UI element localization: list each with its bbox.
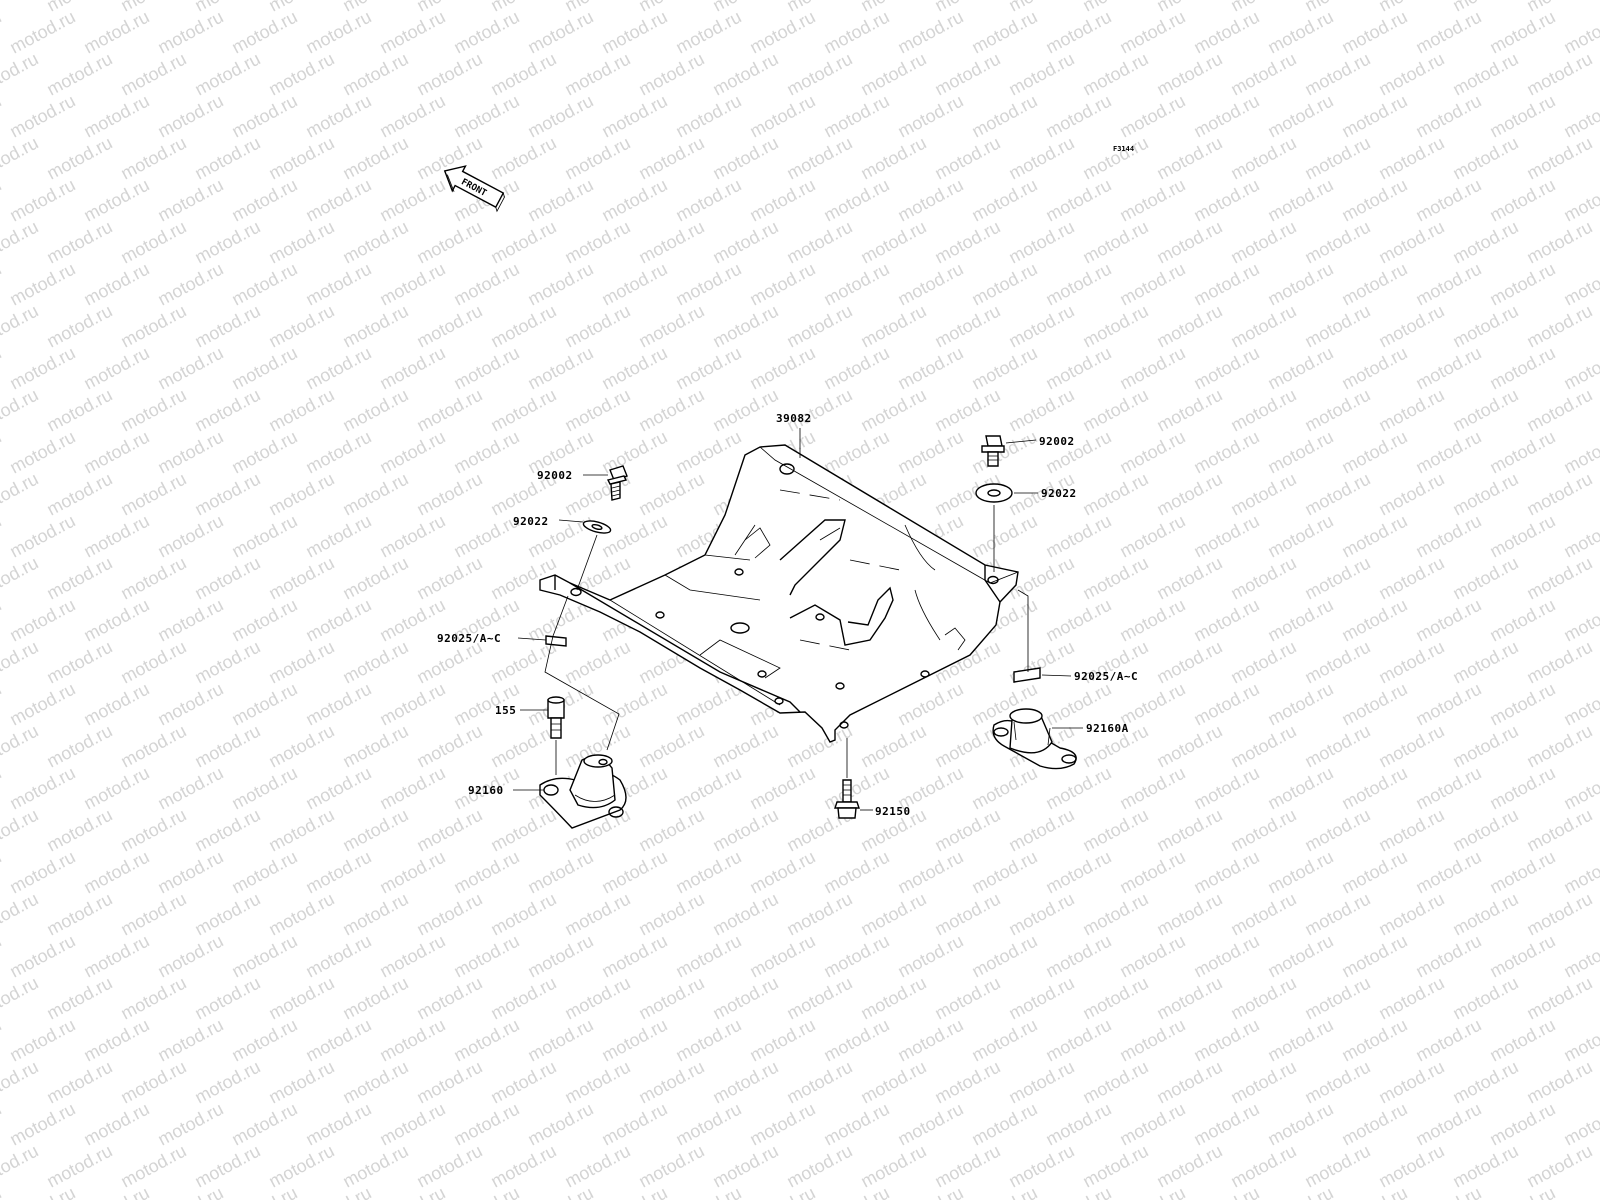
part-label-shim-left: 92025/A~C [437, 632, 501, 645]
bolt-right-icon [981, 435, 1005, 467]
washer-right-icon [975, 483, 1013, 503]
part-label-washer-right: 92022 [1041, 487, 1077, 500]
bolt-left-icon [606, 465, 628, 501]
part-label-bolt-left: 92002 [537, 469, 573, 482]
assembly-lines [513, 428, 1083, 811]
part-label-stud: 155 [495, 704, 516, 717]
part-label-mount-left: 92160 [468, 784, 504, 797]
diagram-label: F3144 [1113, 145, 1134, 153]
mount-right-icon [992, 708, 1077, 770]
part-label-frame: 39082 [776, 412, 812, 425]
frame-39082 [539, 444, 1019, 743]
part-label-mount-right: 92160A [1086, 722, 1129, 735]
front-arrow-icon: FRONT [443, 165, 505, 213]
shim-left-icon [545, 635, 567, 647]
bolt-center-icon [834, 779, 860, 819]
stud-155-icon [547, 696, 565, 739]
part-label-washer-left: 92022 [513, 515, 549, 528]
part-label-bolt-right: 92002 [1039, 435, 1075, 448]
part-label-shim-right: 92025/A~C [1074, 670, 1138, 683]
washer-left-icon [582, 520, 612, 534]
mount-left-icon [539, 754, 627, 829]
part-label-bolt-center: 92150 [875, 805, 911, 818]
shim-right-icon [1013, 667, 1041, 683]
